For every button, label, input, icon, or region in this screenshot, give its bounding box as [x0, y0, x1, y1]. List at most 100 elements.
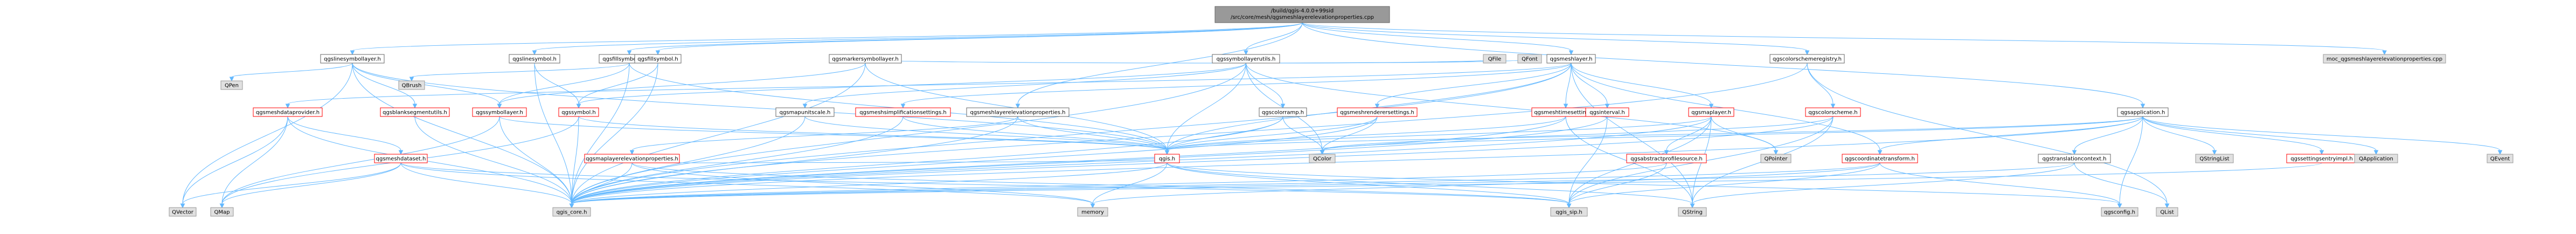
node-qgis-h[interactable]: qgis.h: [1154, 154, 1180, 163]
node-qgsconfig-h[interactable]: qgsconfig.h: [2101, 207, 2138, 217]
edge-root-to-qgsapplication-h: [1302, 22, 2145, 109]
node-box: [1214, 6, 1390, 23]
node-box: [552, 207, 591, 217]
node-qmap[interactable]: QMap: [210, 207, 234, 217]
node-label: qgsmeshlayer.h: [1550, 57, 1592, 63]
edge-qgsfillsymbollayer-h-to-qgis-core-h: [569, 63, 630, 209]
node-box: [1678, 207, 1707, 217]
node-label: QStringList: [2199, 156, 2229, 162]
node-qgscoordinatetransform-h[interactable]: qgscoordinatetransform.h: [1842, 154, 1918, 163]
node-box: [320, 54, 385, 64]
node-qgsmapunitscale-h[interactable]: qgsmapunitscale.h: [775, 107, 835, 117]
node-qgsmaplayer-h[interactable]: qgsmaplayer.h: [1688, 107, 1734, 117]
node-qgstranslationcontext-h[interactable]: qgstranslationcontext.h: [2038, 154, 2111, 163]
node-label: QPointer: [1765, 156, 1788, 162]
node-qgsabstractprofilesource-h[interactable]: qgsabstractprofilesource.h: [1626, 154, 1707, 163]
node-qbrush[interactable]: QBrush: [398, 80, 425, 90]
node-qgssymbol-h[interactable]: qgssymbol.h: [558, 107, 599, 117]
node-box: [2487, 154, 2513, 163]
node-box: [1517, 54, 1542, 64]
edge-qgsmeshlayer-h-to-qgsmeshtimesettings-h: [1563, 63, 1572, 109]
node-label: QMap: [214, 210, 230, 216]
node-qgis-core-h[interactable]: qgis_core.h: [552, 207, 591, 217]
edge-qgsmaplayer-h-to-qpointer: [1711, 116, 1779, 155]
edge-qgslinesymbol-h-to-qgis-core-h: [534, 63, 574, 209]
node-qgsfillsymbol-h[interactable]: qgsfillsymbol.h: [634, 54, 682, 64]
edge-qgsapplication-h-to-qgssettingsentryimpl-h: [2142, 116, 2324, 155]
node-qfont[interactable]: QFont: [1517, 54, 1542, 64]
node-qevent[interactable]: QEvent: [2487, 154, 2513, 163]
node-qfile[interactable]: QFile: [1483, 54, 1506, 64]
edge-qgsmeshdataset-h-to-memory: [400, 162, 1095, 209]
edge-qgsapplication-h-to-qgsconfig-h: [2117, 116, 2143, 209]
node-box: [1077, 207, 1108, 217]
node-label: qgsapplication.h: [2121, 110, 2165, 116]
edge-root-to-qgsfillsymbol-h: [655, 22, 1303, 56]
node-moc-qgsmeshlayerelevationproperties-cpp[interactable]: moc_qgsmeshlayerelevationproperties.cpp: [2323, 54, 2446, 64]
node-box: [775, 107, 835, 117]
node-qstring[interactable]: QString: [1678, 207, 1707, 217]
node-qapplication[interactable]: QApplication: [2354, 154, 2398, 163]
node-box: [253, 107, 323, 117]
node-qgssymbollayer-h[interactable]: qgssymbollayer.h: [472, 107, 527, 117]
node-box: [634, 54, 682, 64]
node-qgssymbollayerutils-h[interactable]: qgssymbollayerutils.h: [1212, 54, 1280, 64]
edge-qgsapplication-h-to-qapplication: [2142, 116, 2379, 155]
node-label: qgsmaplayer.h: [1691, 110, 1731, 116]
node-label: QString: [1682, 210, 1703, 216]
node-qgscolorscheme-h[interactable]: qgscolorscheme.h: [1805, 107, 1861, 117]
node-label: QFont: [1522, 57, 1538, 63]
node-qlist[interactable]: QList: [2156, 207, 2178, 217]
node-qgscolorschemeregistry-h[interactable]: qgscolorschemeregistry.h: [1769, 54, 1845, 64]
node-qgslinesymbollayer-h[interactable]: qgslinesymbollayer.h: [320, 54, 385, 64]
node-label: qgsmeshdataset.h: [376, 156, 426, 162]
node-qcolor[interactable]: QColor: [1309, 154, 1336, 163]
node-qgsapplication-h[interactable]: qgsapplication.h: [2117, 107, 2169, 117]
node-root[interactable]: /build/qgis-4.0.0+99sid/src/core/mesh/qg…: [1214, 6, 1390, 23]
node-label: qgscolorschemeregistry.h: [1773, 57, 1842, 63]
node-qgsinterval-h[interactable]: qgsinterval.h: [1585, 107, 1629, 117]
node-box: [2156, 207, 2178, 217]
node-qgsmarkersymbollayer-h[interactable]: qgsmarkersymbollayer.h: [829, 54, 902, 64]
node-qgsmeshlayerelevationproperties-h[interactable]: qgsmeshlayerelevationproperties.h: [966, 107, 1070, 117]
node-qpen[interactable]: QPen: [220, 80, 243, 90]
node-box: [220, 80, 243, 90]
node-qgsmeshdataprovider-h[interactable]: qgsmeshdataprovider.h: [253, 107, 323, 117]
node-box: [558, 107, 599, 117]
node-qgslinesymbol-h[interactable]: qgslinesymbol.h: [509, 54, 560, 64]
node-qgsmaplayerelevationproperties-h[interactable]: qgsmaplayerelevationproperties.h: [584, 154, 680, 163]
edge-qgsmarkersymbollayer-h-to-qgssymbollayer-h: [497, 63, 866, 109]
node-qgsmeshdataset-h[interactable]: qgsmeshdataset.h: [374, 154, 428, 163]
node-qstringlist[interactable]: QStringList: [2195, 154, 2234, 163]
edge-qgsmeshdataprovider-h-to-qgis-core-h: [287, 116, 574, 209]
node-qpointer[interactable]: QPointer: [1760, 154, 1792, 163]
node-qgsmeshlayer-h[interactable]: qgsmeshlayer.h: [1546, 54, 1596, 64]
node-box: [1585, 107, 1629, 117]
node-label: QEvent: [2490, 156, 2510, 162]
node-label: QVector: [172, 210, 194, 216]
edge-qgsapplication-h-to-qstringlist: [2142, 116, 2217, 155]
node-qgscolorramp-h[interactable]: qgscolorramp.h: [1259, 107, 1307, 117]
node-qgsmeshrenderersettings-h[interactable]: qgsmeshrenderersettings.h: [1337, 107, 1418, 117]
edge-qgsinterval-h-to-qgis-sip-h: [1566, 116, 1608, 209]
node-qgssettingsentryimpl-h[interactable]: qgssettingsentryimpl.h: [2286, 154, 2357, 163]
node-memory[interactable]: memory: [1077, 207, 1108, 217]
node-qgsmeshsimplificationsettings-h[interactable]: qgsmeshsimplificationsettings.h: [855, 107, 951, 117]
node-box: [1337, 107, 1418, 117]
edge-root-to-qgsmeshlayerelevationproperties-h: [1015, 22, 1303, 109]
edge-qgslinesymbollayer-h-to-qgssymbollayer-h: [352, 63, 502, 109]
edge-qgis-h-to-qgsconfig-h: [1167, 162, 2122, 209]
node-qgis-sip-h[interactable]: qgis_sip.h: [1550, 207, 1588, 217]
node-qgsblanksegmentutils-h[interactable]: qgsblanksegmentutils.h: [380, 107, 450, 117]
node-box: [2101, 207, 2138, 217]
node-box: [2354, 154, 2398, 163]
node-label: memory: [1081, 210, 1104, 216]
node-box: [584, 154, 680, 163]
node-label: qgis_sip.h: [1556, 210, 1582, 216]
node-label: qgsabstractprofilesource.h: [1630, 156, 1702, 162]
node-qvector[interactable]: QVector: [169, 207, 197, 217]
node-label: qgsfillsymbollayer.h: [602, 57, 656, 63]
node-box: [398, 80, 425, 90]
node-box: [210, 207, 234, 217]
